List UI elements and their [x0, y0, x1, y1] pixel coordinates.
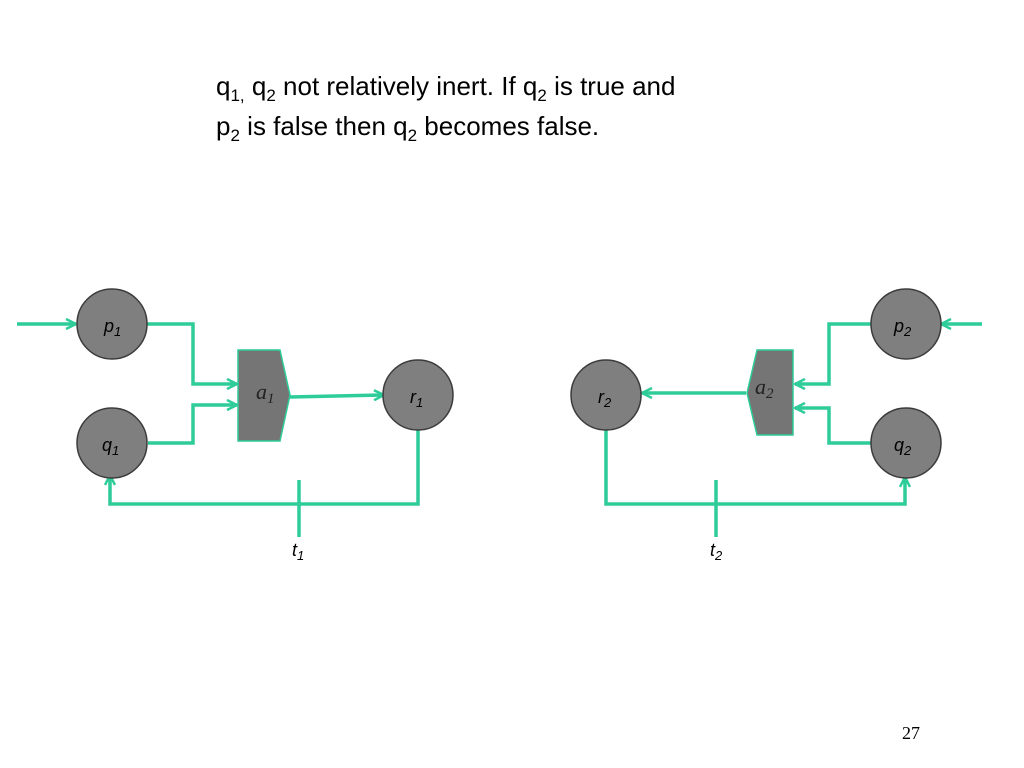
label-p2-sub: 2 — [903, 324, 912, 339]
label-a1-sub: 1 — [267, 391, 275, 407]
label-r2-sub: 2 — [603, 395, 612, 410]
node-q2 — [870, 407, 942, 479]
label-p2-main: p — [893, 316, 904, 336]
label-q1: q1 — [102, 435, 119, 458]
node-r2 — [570, 359, 642, 431]
label-r1-main: r — [410, 387, 417, 407]
label-a1: a1 — [256, 379, 275, 407]
label-r1-sub: 1 — [416, 395, 423, 410]
label-t1-main: t — [292, 540, 298, 560]
label-p1: p1 — [103, 316, 121, 339]
action-a1 — [237, 349, 291, 442]
arc-q2-a2 — [795, 408, 871, 445]
label-r1: r1 — [410, 387, 423, 410]
line2-part-0: p — [216, 111, 231, 141]
line1-part-4: not relatively inert. If q — [275, 71, 538, 101]
label-q1-sub: 1 — [112, 443, 119, 458]
label-a2: a2 — [755, 374, 774, 402]
arc-a1-r1 — [289, 395, 384, 397]
label-t2-sub: 2 — [714, 548, 723, 563]
node-p2 — [870, 288, 942, 360]
slide-text: q1, q2 not relatively inert. If q2 is tr… — [216, 66, 675, 146]
arc-p1-a1 — [147, 322, 237, 384]
line2-part-1: 2 — [230, 126, 240, 146]
line2-part-3: 2 — [407, 126, 418, 146]
label-p2: p2 — [893, 316, 912, 339]
line1-part-3: 2 — [266, 86, 276, 106]
arc-q1-a1 — [148, 405, 237, 445]
label-t2: t2 — [710, 540, 723, 563]
label-q2: q2 — [894, 435, 912, 458]
label-q2-sub: 2 — [903, 443, 912, 458]
line2-part-2: is false then q — [239, 111, 408, 141]
node-q1 — [76, 407, 148, 479]
label-t1-sub: 1 — [297, 548, 304, 563]
label-a2-sub: 2 — [766, 386, 774, 402]
label-q1-main: q — [102, 435, 112, 455]
line2-part-4: becomes false. — [417, 111, 600, 141]
action-a2 — [746, 349, 794, 436]
label-q2-main: q — [894, 435, 904, 455]
line1-part-0: q — [216, 71, 231, 101]
arc-r1-q1 — [110, 427, 420, 506]
arc-r2-q2 — [604, 427, 905, 506]
label-t2-main: t — [710, 540, 716, 560]
line1-part-2: q — [244, 71, 267, 101]
label-p1-sub: 1 — [114, 324, 121, 339]
line1-part-6: is true and — [546, 71, 676, 101]
label-r2: r2 — [598, 387, 612, 410]
label-a1-main: a — [256, 379, 267, 404]
arc-p2-a2 — [795, 322, 871, 384]
line1-part-5: 2 — [537, 86, 547, 106]
text-line-1: q1, q2 not relatively inert. If q2 is tr… — [216, 66, 675, 106]
label-p1-main: p — [103, 316, 114, 336]
label-a2-main: a — [755, 374, 766, 399]
node-p1 — [76, 288, 148, 360]
label-t1: t1 — [292, 540, 304, 563]
line1-part-1: 1, — [230, 86, 245, 106]
label-r2-main: r — [598, 387, 605, 407]
node-r1 — [382, 359, 454, 431]
text-line-2: p2 is false then q2 becomes false. — [216, 106, 675, 146]
page-number: 27 — [902, 723, 920, 743]
